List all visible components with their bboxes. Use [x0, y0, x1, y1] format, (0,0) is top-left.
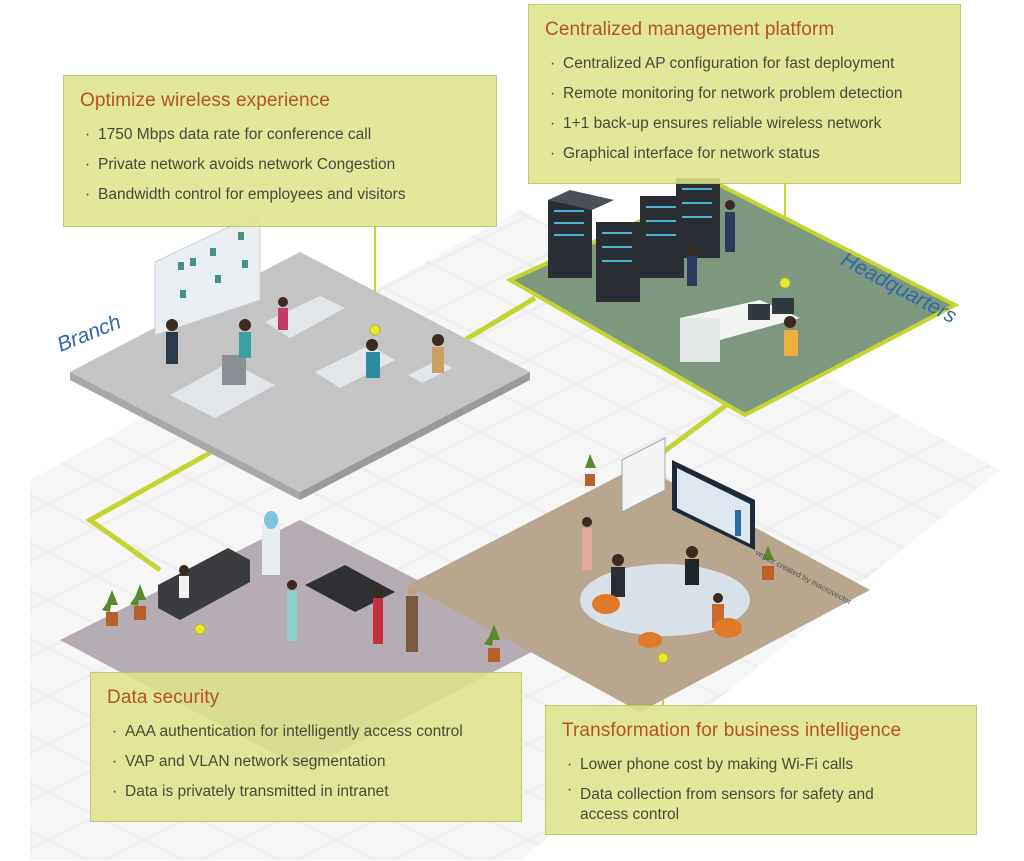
callout-item: Bandwidth control for employees and visi…: [80, 180, 482, 210]
branch-people: [166, 297, 444, 378]
callout-item: Remote monitoring for network problem de…: [545, 79, 946, 109]
anchor-dots: [194, 277, 791, 664]
callout-centralized-management: Centralized management platform Centrali…: [528, 4, 961, 184]
callout-business-intelligence: Transformation for business intelligence…: [545, 705, 977, 835]
connector-branch-lounge: [85, 447, 217, 573]
callout-item: Data is privately transmitted in intrane…: [107, 777, 507, 807]
callout-item: 1+1 back-up ensures reliable wireless ne…: [545, 109, 946, 139]
callout-title: Centralized management platform: [545, 19, 835, 40]
lounge-people: [179, 565, 418, 652]
callout-item: 1750 Mbps data rate for conference call: [80, 120, 482, 150]
callout-list: Lower phone cost by making Wi-Fi calls D…: [562, 750, 962, 825]
callout-title: Transformation for business intelligence: [562, 720, 902, 741]
headquarters-area: [505, 178, 960, 418]
callout-item: Data collection from sensors for safety …: [562, 780, 910, 825]
callout-list: Centralized AP configuration for fast de…: [545, 49, 946, 169]
plants: [102, 454, 774, 662]
callout-data-security: Data security AAA authentication for int…: [90, 672, 522, 822]
server-racks: [548, 178, 720, 302]
meeting-area: [408, 437, 870, 712]
callout-optimize-wireless: Optimize wireless experience 1750 Mbps d…: [63, 75, 497, 227]
callout-item: VAP and VLAN network segmentation: [107, 747, 507, 777]
callout-item: AAA authentication for intelligently acc…: [107, 717, 507, 747]
callout-item: Private network avoids network Congestio…: [80, 150, 482, 180]
callout-item: Graphical interface for network status: [545, 139, 946, 169]
callout-item: Centralized AP configuration for fast de…: [545, 49, 946, 79]
callout-title: Optimize wireless experience: [80, 90, 330, 111]
callout-item: Lower phone cost by making Wi-Fi calls: [562, 750, 962, 780]
callout-list: 1750 Mbps data rate for conference call …: [80, 120, 482, 210]
callout-title: Data security: [107, 687, 220, 708]
branch-shelves: [154, 211, 261, 336]
callout-list: AAA authentication for intelligently acc…: [107, 717, 507, 807]
branch-area: [70, 211, 530, 500]
